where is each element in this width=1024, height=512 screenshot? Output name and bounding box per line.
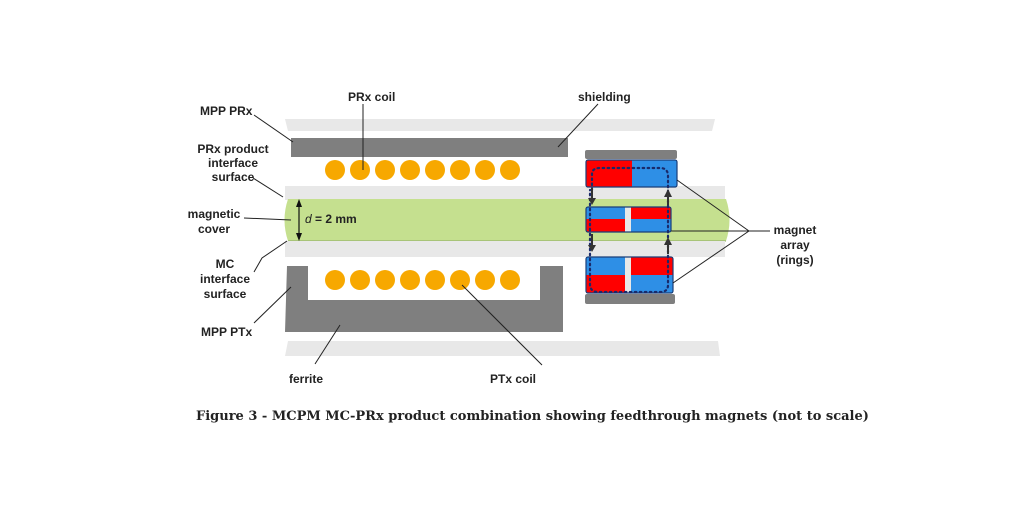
leader-prx-interface: [252, 177, 284, 198]
coil-turn: [375, 270, 395, 290]
magnet-ring-bottom: [585, 256, 674, 294]
svg-text:surface: surface: [204, 287, 247, 301]
ptx-coil: [325, 270, 520, 290]
magnet-ring-top: [585, 159, 678, 188]
magnet-array: [585, 150, 678, 304]
coil-turn: [350, 270, 370, 290]
svg-text:MC: MC: [216, 257, 235, 271]
coil-turn: [400, 160, 420, 180]
coil-turn: [450, 270, 470, 290]
svg-text:d = 2 mm: d = 2 mm: [305, 212, 357, 226]
flux-path: [588, 166, 670, 294]
shielding-plate: [291, 138, 568, 157]
label-shielding: shielding: [578, 90, 631, 104]
coil-turn: [400, 270, 420, 290]
arrow-down-icon: [588, 198, 596, 205]
svg-text:(rings): (rings): [776, 253, 813, 267]
d-value: = 2 mm: [312, 212, 357, 226]
arrow-up-icon: [664, 237, 672, 245]
coil-turn: [350, 160, 370, 180]
magnet-bottom-shield: [585, 294, 675, 304]
prx-coil: [325, 160, 520, 180]
label-prx-interface-surface: PRx product interface surface: [197, 142, 268, 184]
label-magnet-array: magnet array (rings): [774, 223, 817, 267]
magnet-pole-south: [632, 160, 677, 187]
svg-text:interface: interface: [200, 272, 250, 286]
svg-text:surface: surface: [212, 170, 255, 184]
magnet-top-shield: [585, 150, 677, 159]
prx-interface-surface: [285, 186, 725, 200]
d-symbol: d: [305, 212, 312, 226]
leader-magnet-array: [671, 179, 770, 284]
mc-interface-surface: [285, 241, 725, 257]
mpp-ptx-housing: [285, 341, 720, 356]
mpp-prx-housing: [285, 119, 715, 131]
coil-turn: [450, 160, 470, 180]
coil-turn: [475, 270, 495, 290]
coil-turn: [425, 160, 445, 180]
magnet-ring-middle: [585, 206, 672, 233]
svg-text:magnet: magnet: [774, 223, 817, 237]
label-magnetic-cover: magnetic cover: [188, 207, 241, 236]
label-ptx-coil: PTx coil: [490, 372, 536, 386]
leader-mpp-prx: [253, 114, 294, 143]
leader-ferrite: [314, 324, 341, 365]
arrow-up-icon: [664, 189, 672, 197]
coil-turn: [500, 270, 520, 290]
label-ferrite: ferrite: [289, 372, 323, 386]
coil-turn: [375, 160, 395, 180]
leader-mpp-ptx: [253, 286, 292, 324]
label-prx-coil: PRx coil: [348, 90, 395, 104]
label-mpp-prx: MPP PRx: [200, 104, 253, 118]
svg-text:PRx product: PRx product: [197, 142, 268, 156]
coil-turn: [475, 160, 495, 180]
svg-text:interface: interface: [208, 156, 258, 170]
leader-ptx-coil: [461, 284, 543, 366]
label-mpp-ptx: MPP PTx: [201, 325, 252, 339]
leader-magnetic-cover: [243, 217, 292, 221]
leader-shielding: [557, 103, 599, 148]
arrow-down-icon: [588, 245, 596, 252]
svg-text:magnetic: magnetic: [188, 207, 241, 221]
svg-text:cover: cover: [198, 222, 230, 236]
magnet-pole-north: [586, 160, 632, 187]
coil-turn: [425, 270, 445, 290]
coil-turn: [500, 160, 520, 180]
ferrite-core: [285, 266, 563, 332]
label-mc-interface-surface: MC interface surface: [200, 257, 250, 301]
coil-turn: [325, 270, 345, 290]
leader-mc-interface: [253, 240, 288, 273]
coil-turn: [325, 160, 345, 180]
figure-caption: Figure 3 - MCPM MC-PRx product combinati…: [196, 409, 869, 424]
arrow-up-icon: [296, 199, 302, 207]
svg-text:array: array: [780, 238, 810, 252]
thickness-dimension: d = 2 mm: [296, 199, 357, 241]
arrow-down-icon: [296, 233, 302, 241]
flux-arrows: [588, 188, 672, 254]
